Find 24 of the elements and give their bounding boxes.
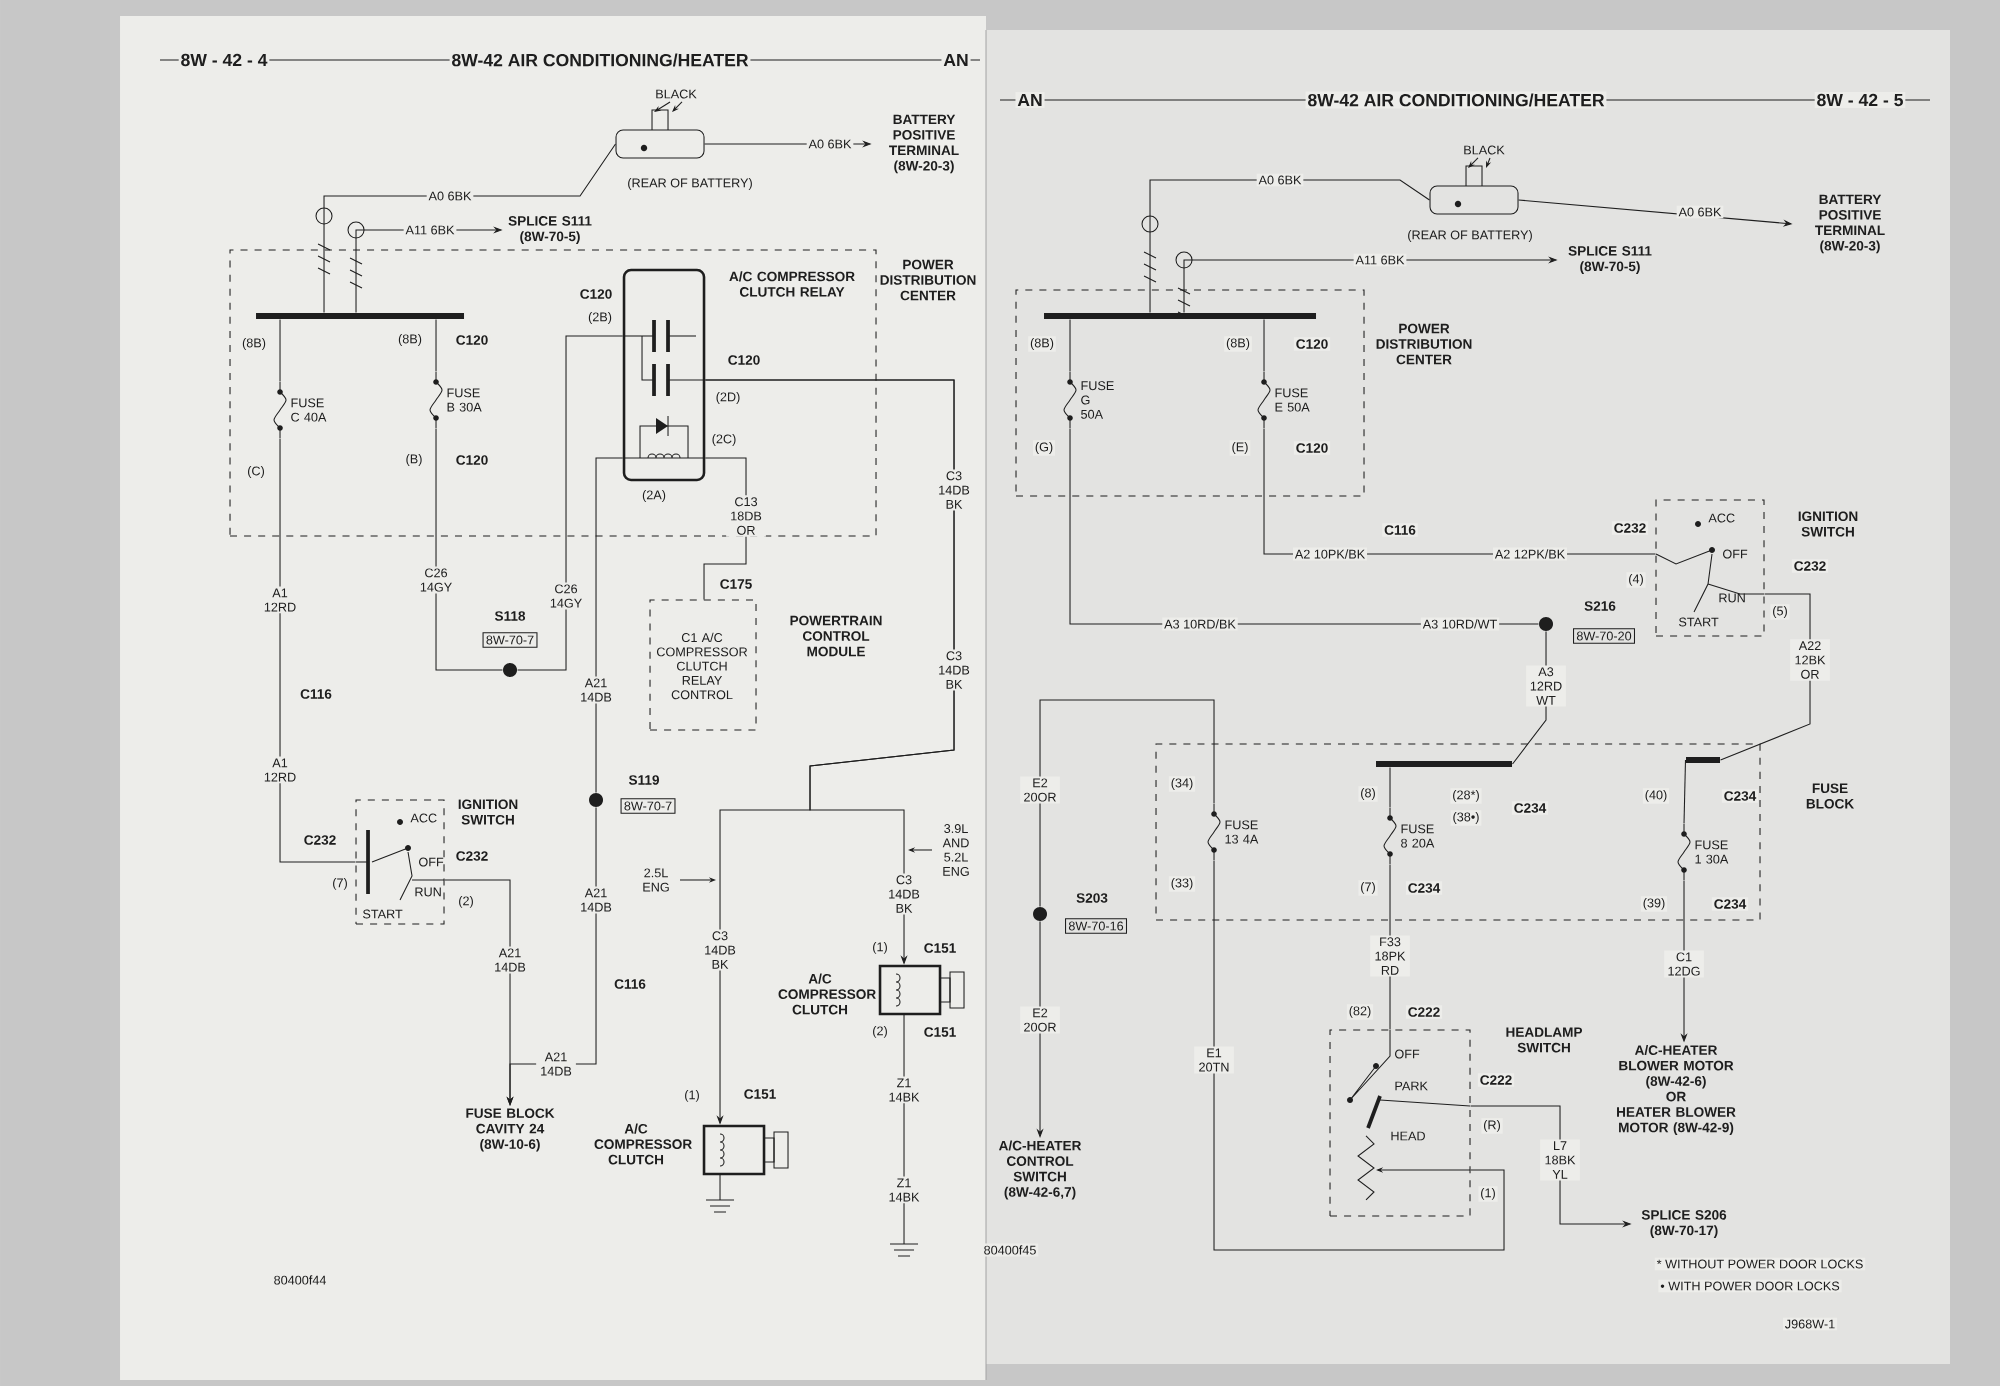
bus-bar (1044, 313, 1316, 319)
wire (1069, 319, 1071, 372)
wire (1720, 593, 1811, 761)
wire (1512, 631, 1547, 765)
wire (1039, 699, 1215, 907)
wire (435, 428, 503, 671)
wire (1389, 864, 1391, 1030)
wire (703, 457, 747, 600)
bus-bar (1686, 757, 1720, 763)
wire (279, 438, 356, 863)
wire (279, 319, 281, 382)
wire (517, 335, 624, 671)
wire (1389, 767, 1391, 808)
wire (595, 457, 624, 793)
page-header: AN (1015, 92, 1045, 108)
bus-bar (256, 313, 464, 319)
wire (323, 143, 616, 313)
wire (1213, 860, 1505, 1251)
wire (1149, 179, 1430, 313)
wire (1263, 319, 1265, 372)
page-header: AN (941, 52, 971, 68)
bus-bar (1376, 761, 1512, 767)
wire (435, 319, 437, 372)
wire (1683, 759, 1686, 824)
